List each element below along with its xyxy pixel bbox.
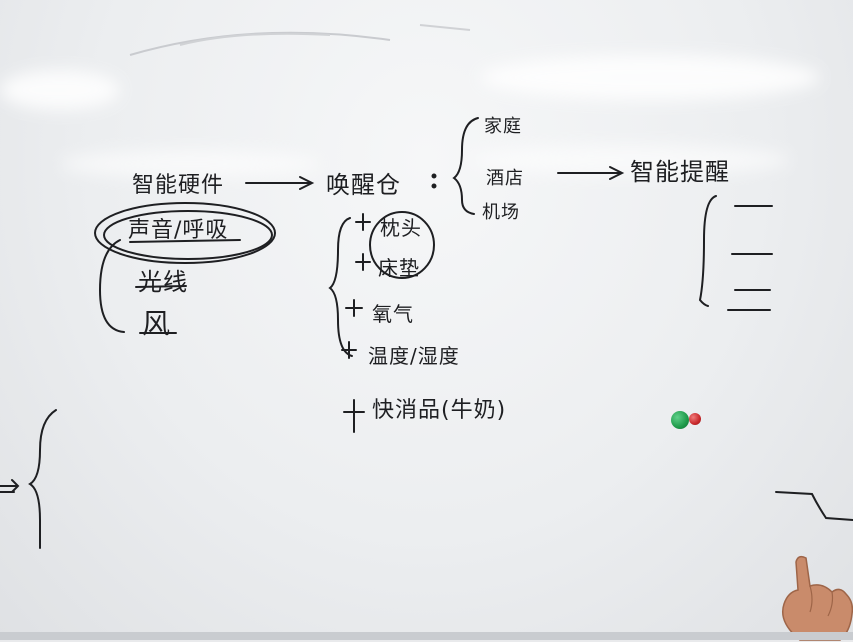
left-note-item: 风 [142,307,172,340]
middle-note-item: 氧气 [372,302,414,326]
middle-note-item: 快消品(牛奶) [372,398,507,423]
right-note-item: 家庭 [484,116,522,137]
arrow-target-text: 智能提醒 [630,158,730,186]
middle-note-item: 温度/湿度 [368,344,460,368]
middle-note-item: 枕头 [380,216,422,240]
right-note-item: 酒店 [486,168,524,189]
light-glare [0,70,120,110]
left-note-item: 声音/呼吸 [128,218,229,243]
left-note-title: 智能硬件 [132,173,225,198]
light-glare [60,150,320,178]
board-tray [0,632,853,640]
light-glare [470,145,790,175]
magnet-red [689,413,701,425]
hand [782,555,853,641]
light-glare [480,55,820,100]
right-note-item: 机场 [482,202,520,223]
middle-note-title: 唤醒仓 [326,171,401,199]
magnet-green [671,411,689,429]
left-note-item: 光线 [138,268,188,296]
